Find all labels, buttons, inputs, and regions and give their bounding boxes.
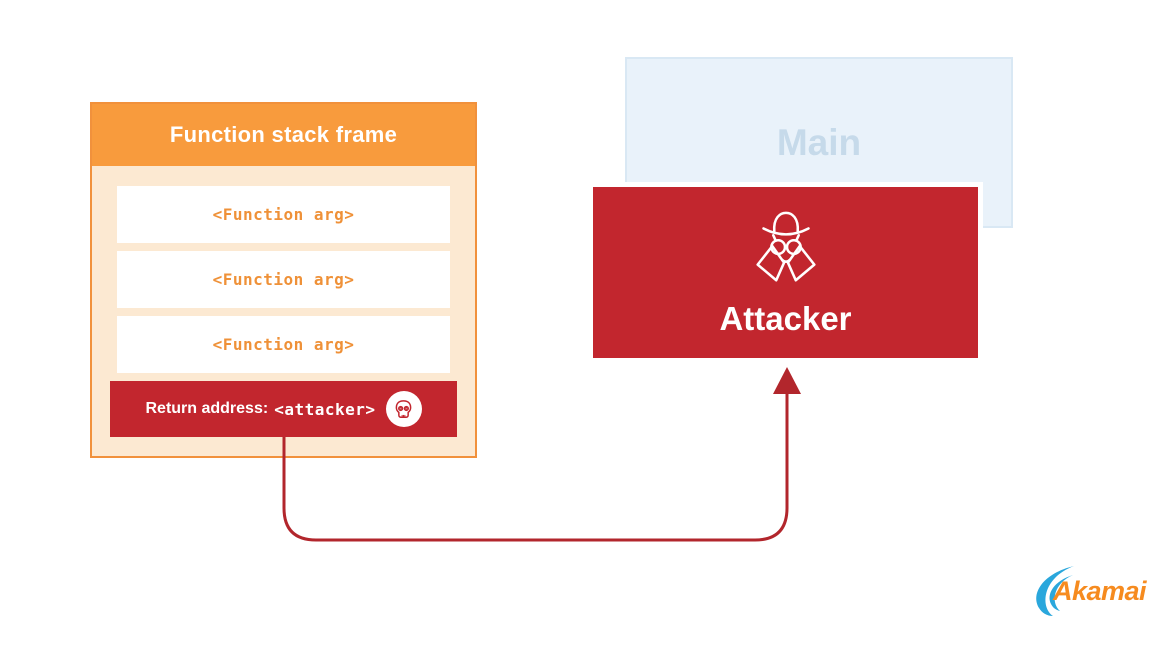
return-address-value: <attacker> [274, 399, 376, 419]
function-arg-row: <Function arg> [117, 251, 450, 308]
attacker-box: Attacker [593, 187, 978, 358]
attacker-label: Attacker [719, 300, 852, 337]
return-address-row: Return address: <attacker> [110, 381, 457, 437]
stack-frame-title: Function stack frame [92, 104, 475, 166]
function-arg-row: <Function arg> [117, 316, 450, 373]
skull-icon [385, 391, 422, 427]
return-address-label: Return address: [145, 400, 269, 417]
akamai-logo-text: Akamai [1053, 576, 1147, 606]
spy-icon [734, 207, 838, 296]
function-arg-row: <Function arg> [117, 186, 450, 243]
stack-frame-body: <Function arg> <Function arg> <Function … [92, 166, 475, 437]
akamai-swoosh-icon [1036, 566, 1074, 616]
akamai-logo: Akamai [1030, 565, 1158, 617]
function-stack-frame-box: Function stack frame <Function arg> <Fun… [90, 102, 477, 458]
main-label: Main [776, 121, 862, 163]
